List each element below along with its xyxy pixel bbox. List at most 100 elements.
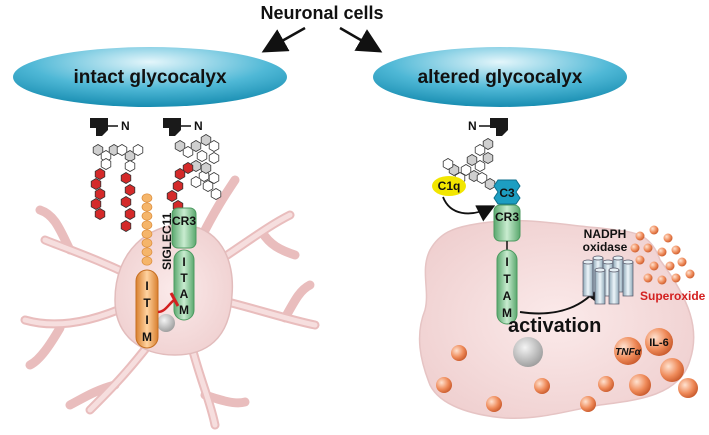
nadph-subunit-top [582,259,594,265]
glycan-unit [208,152,220,164]
superoxide-dot [677,257,687,267]
cytokine-ball [580,396,596,412]
superoxide-dot [643,243,653,253]
nadph-subunit-top [622,259,634,265]
siglec-domain-bead [141,247,153,257]
glycan-unit [210,188,222,200]
glycan-unit [208,140,220,152]
glycan-unit [124,160,136,172]
left-n-label-2: N [194,119,203,133]
siglec-domain-bead [141,202,153,212]
glycan-unit [94,188,106,200]
glycan-unit [120,220,132,232]
right-glycocalyx: altered glycocalyx [373,47,627,107]
glycan-unit [468,170,480,182]
glycan-unit [92,144,104,156]
nadph-oxidase: NADPH oxidase [582,227,634,305]
glycan-unit [466,154,478,166]
cytokine-ball [534,378,550,394]
left-anchors: N N [90,118,203,136]
glycan-unit [200,134,212,146]
itim-domain [135,269,159,349]
title: Neuronal cells [260,3,383,23]
glycan-unit [190,176,202,188]
right-nucleus [513,337,543,367]
siglec-domain-bead [141,220,153,230]
glycan-unit [116,144,128,156]
glycan-unit [132,144,144,156]
glycan-unit [482,152,494,164]
glycan-unit [196,150,208,162]
superoxide-dot [649,225,659,235]
il6-vesicle: IL-6 [645,328,673,356]
superoxide-dot [635,231,645,241]
glycan-unit [94,208,106,220]
left-glycan-chains [90,134,222,232]
superoxide-dot [665,261,675,271]
superoxide-particles [630,225,695,285]
right-glycocalyx-label: altered glycocalyx [418,67,583,88]
cytokine-ball [660,358,684,382]
arrow-left [261,26,306,53]
glycan-unit [100,158,112,170]
glycan-unit [120,196,132,208]
glycan-unit [460,164,472,176]
left-glycocalyx-label: intact glycocalyx [73,67,227,88]
siglec-domain-bead [141,229,153,239]
superoxide-dot [630,243,640,253]
glycan-unit [94,168,106,180]
nadph-subunit-top [612,255,624,261]
left-nucleus [157,314,175,332]
glycan-unit [174,168,186,180]
glycan-unit [208,172,220,184]
glycan-unit [90,178,102,190]
activation-label: activation [508,315,601,337]
glycan-unit [442,158,454,170]
c1q-label: C1q [438,179,461,193]
glycan-unit [90,198,102,210]
c3-label: C3 [499,186,515,200]
glycan-unit [124,184,136,196]
siglec-domain-bead [141,238,153,248]
nadph-label-line2: oxidase [583,240,628,254]
nadph-subunit-top [602,259,614,265]
arrow-right [339,26,383,53]
siglec-domain-bead [141,211,153,221]
c1q-protein: C1q [432,176,496,222]
cytokine-ball [678,378,698,398]
tnf-label: TNFα [615,347,641,358]
c3-protein: C3 [493,179,521,205]
glycan-unit [200,162,212,174]
right-glycan-chains [442,138,496,190]
glycan-unit [474,144,486,156]
tnf-vesicle: TNFα [614,337,642,365]
glycan-unit [476,172,488,184]
glycan-unit [166,190,178,202]
cytokine-ball [486,396,502,412]
siglec11-label: SIGLEC11 [160,212,174,270]
right-anchor: N [468,118,508,136]
glycan-unit [482,138,494,150]
nadph-subunit [582,261,594,297]
left-n-label-1: N [121,119,130,133]
glycan-unit [124,208,136,220]
cytokine-ball [629,374,651,396]
cytokine-ball [598,376,614,392]
inhibition-symbol [157,292,180,314]
nadph-subunit-top [608,267,620,273]
superoxide-dot [685,269,695,279]
nadph-label-line1: NADPH [584,227,627,241]
superoxide-dot [657,247,667,257]
superoxide-dot [663,233,673,243]
superoxide-dot [671,245,681,255]
il6-label: IL-6 [649,337,669,349]
glycan-unit [172,180,184,192]
